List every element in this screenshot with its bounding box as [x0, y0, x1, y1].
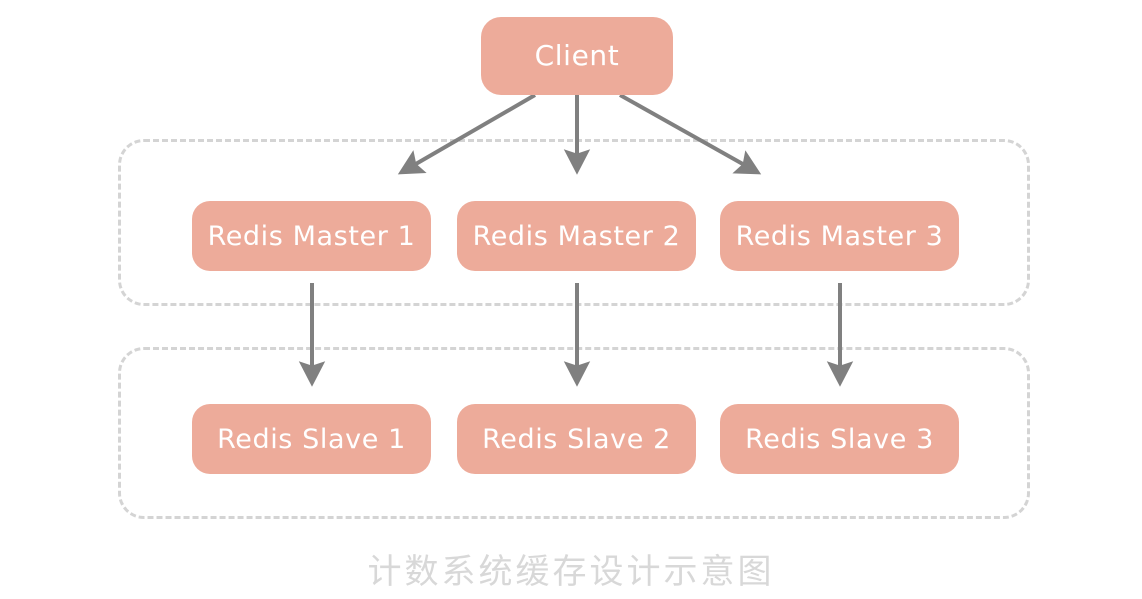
- diagram-caption: 计数系统缓存设计示意图: [367, 552, 775, 592]
- node-redis-slave-2[interactable]: Redis Slave 2: [457, 404, 696, 474]
- node-client[interactable]: Client: [481, 17, 673, 95]
- node-redis-slave-3[interactable]: Redis Slave 3: [720, 404, 959, 474]
- node-redis-slave-1[interactable]: Redis Slave 1: [192, 404, 431, 474]
- node-redis-master-2[interactable]: Redis Master 2: [457, 201, 696, 271]
- node-redis-master-1[interactable]: Redis Master 1: [192, 201, 431, 271]
- node-redis-slave-1-label: Redis Slave 1: [217, 423, 406, 455]
- node-client-label: Client: [534, 39, 620, 72]
- node-redis-master-3-label: Redis Master 3: [735, 220, 944, 252]
- node-redis-master-2-label: Redis Master 2: [472, 220, 681, 252]
- node-redis-slave-3-label: Redis Slave 3: [745, 423, 934, 455]
- node-redis-master-3[interactable]: Redis Master 3: [720, 201, 959, 271]
- node-redis-master-1-label: Redis Master 1: [207, 220, 416, 252]
- node-redis-slave-2-label: Redis Slave 2: [482, 423, 671, 455]
- group-container-masters: [118, 139, 1030, 306]
- group-container-slaves: [118, 347, 1030, 519]
